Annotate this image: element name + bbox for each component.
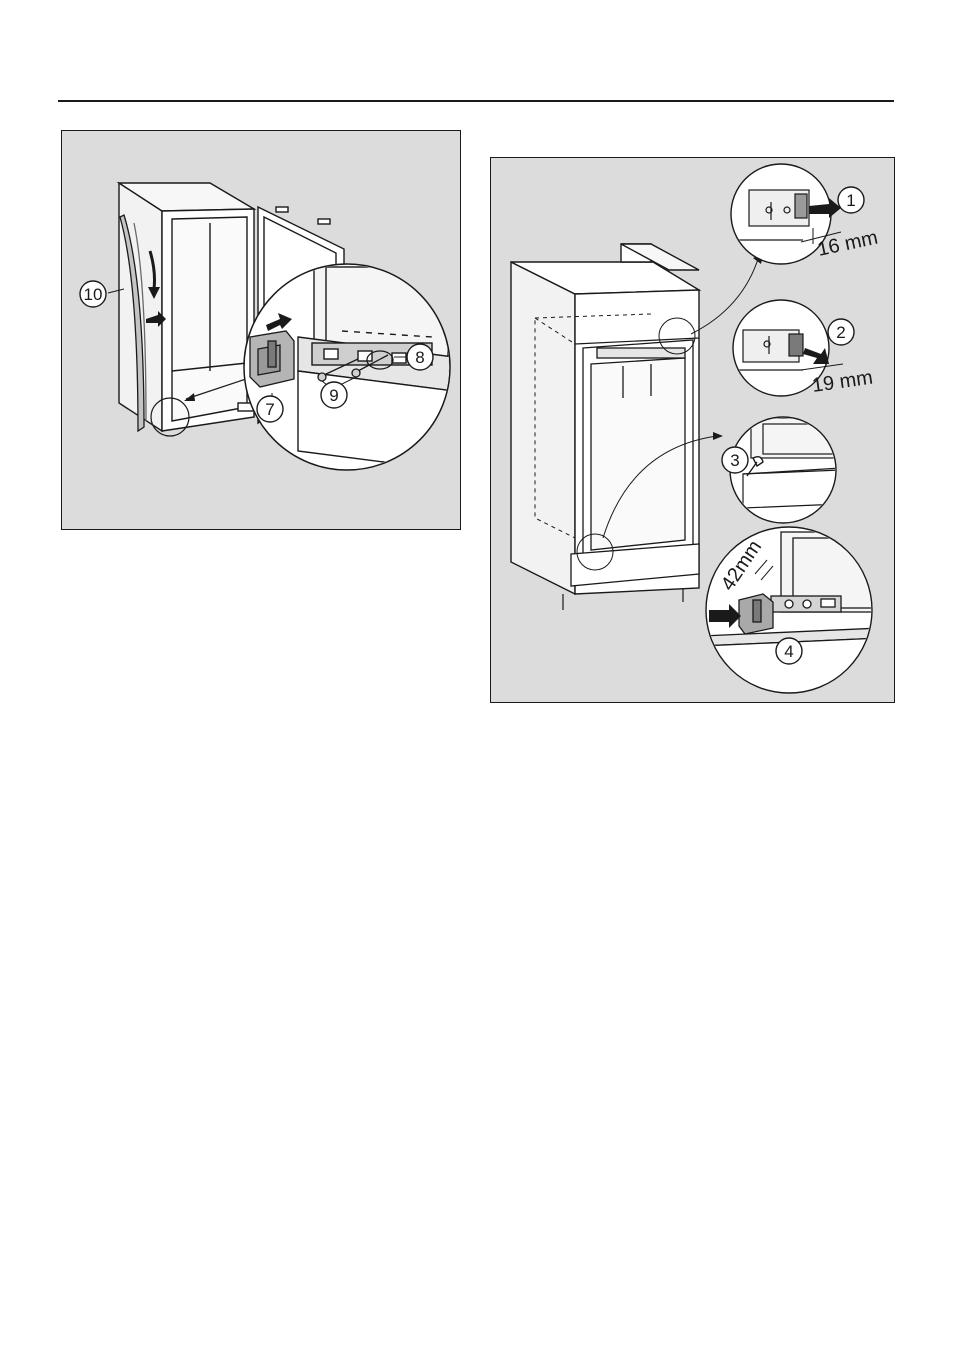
figure-left-door-seal: 10 8 7 9 <box>61 130 461 530</box>
svg-text:2: 2 <box>836 323 845 342</box>
header-rule <box>58 100 894 102</box>
svg-text:8: 8 <box>415 348 424 367</box>
callout-7: 7 <box>257 396 283 422</box>
callout-8: 8 <box>407 344 433 370</box>
callout-1: 1 <box>838 187 864 213</box>
svg-text:1: 1 <box>846 191 855 210</box>
callout-9: 9 <box>321 382 347 408</box>
svg-text:9: 9 <box>329 386 338 405</box>
figure-left-drawing: 10 8 7 9 <box>62 131 461 530</box>
svg-text:4: 4 <box>784 642 793 661</box>
svg-text:10: 10 <box>84 285 103 304</box>
detail-circle-3 <box>730 417 843 523</box>
figure-right-drawing: 1 2 3 4 16 mm 19 mm 42mm <box>491 158 895 703</box>
callout-4: 4 <box>776 638 802 664</box>
detail-circle-4 <box>701 527 883 703</box>
appliance-in-niche <box>571 340 699 586</box>
svg-text:7: 7 <box>265 400 274 419</box>
callout-2: 2 <box>828 319 854 345</box>
callout-3: 3 <box>722 447 748 473</box>
figure-right-hinge-adjustment: 1 2 3 4 16 mm 19 mm 42mm <box>490 157 895 703</box>
svg-text:3: 3 <box>730 451 739 470</box>
callout-10: 10 <box>80 281 106 307</box>
